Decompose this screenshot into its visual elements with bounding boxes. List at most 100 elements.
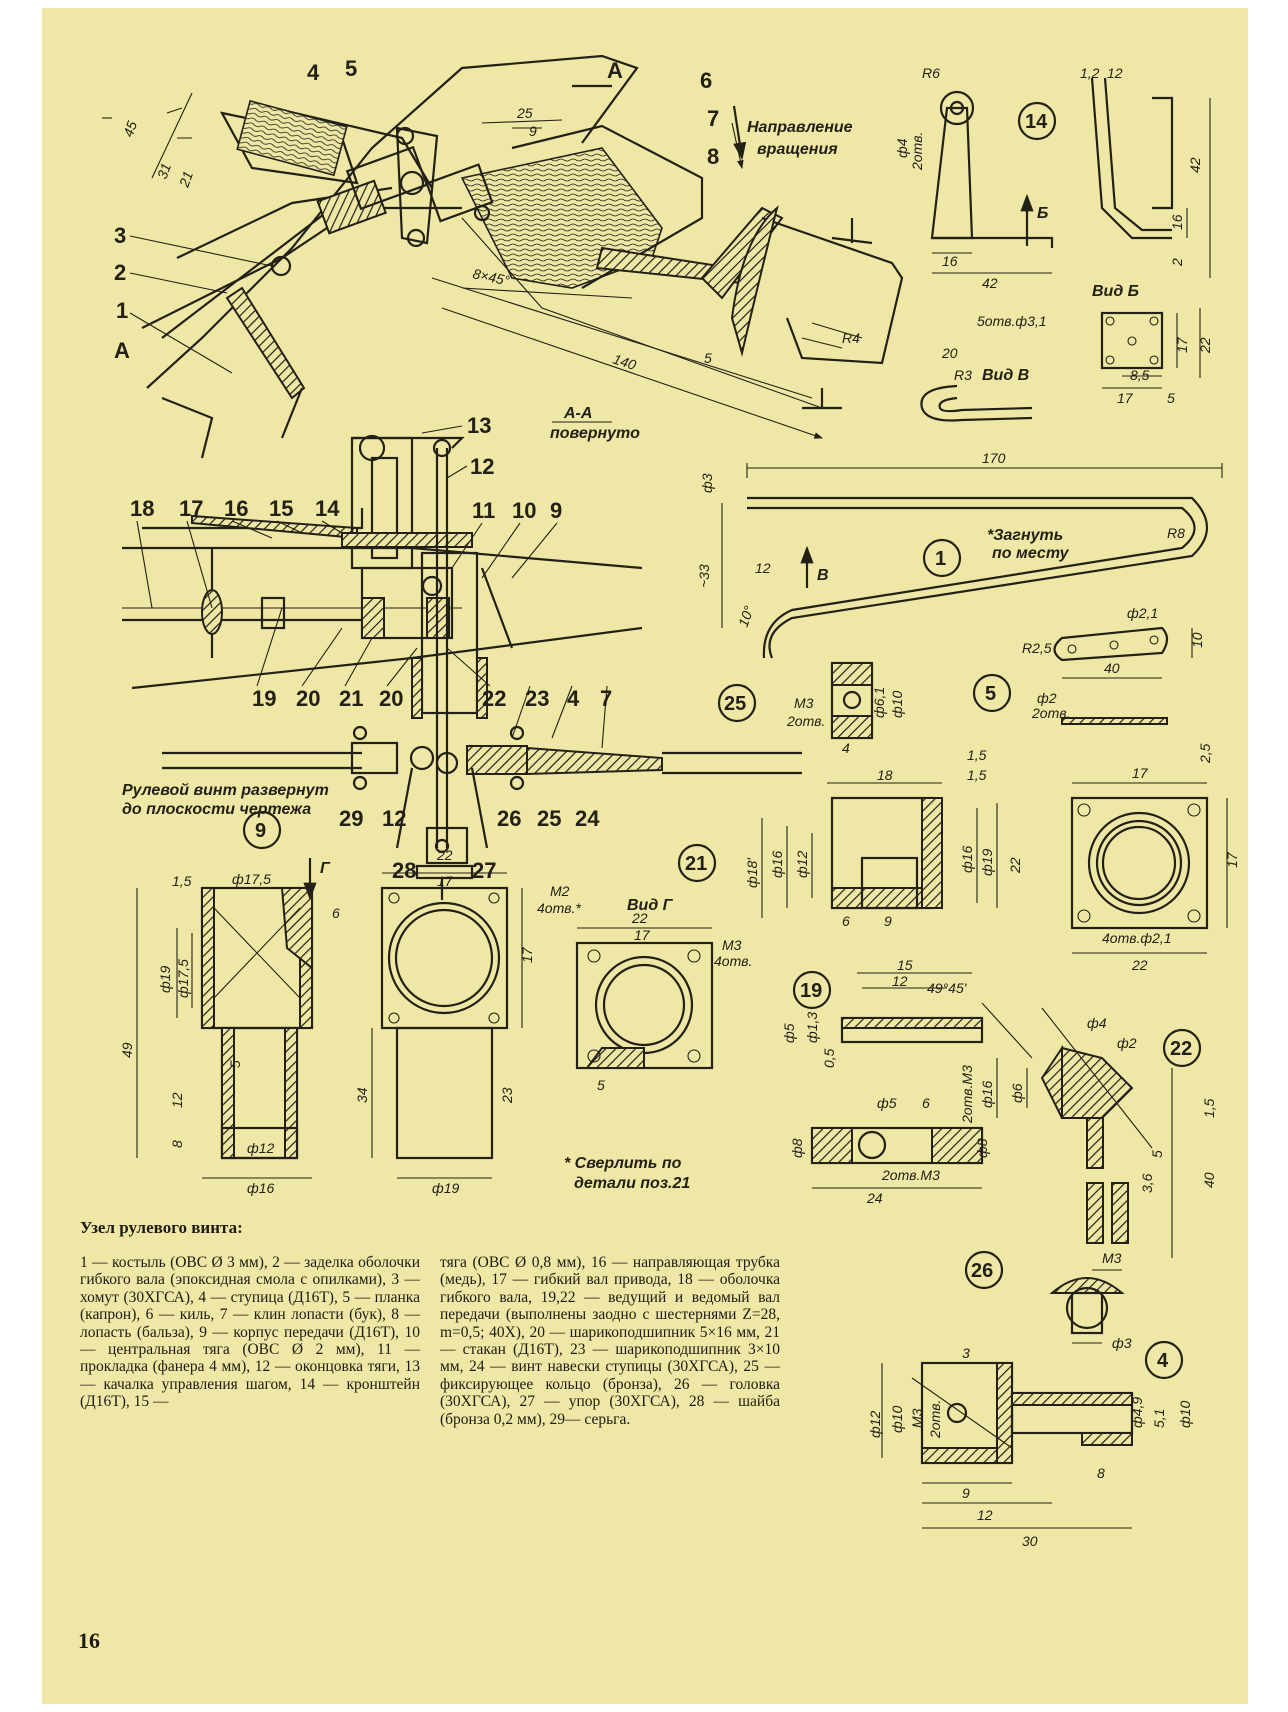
bend-note-2: по месту <box>992 545 1070 562</box>
dim-phi3: ф3 <box>699 473 715 493</box>
vid-b-22v: 22 <box>1197 337 1213 354</box>
detail-1-id: 1 <box>935 548 946 570</box>
arrow-v-label: В <box>817 567 829 584</box>
d21-1-5a: 1,5 <box>967 747 987 763</box>
rotor-note-2: до плоскости чертежа <box>122 801 311 818</box>
legend-caption: Узел рулевого винта: 1 — костыль (ОВС Ø … <box>80 1218 780 1428</box>
d21-4holes: 4отв.ф2,1 <box>1102 930 1172 946</box>
callout-28: 28 <box>392 858 416 883</box>
dim-phi4: ф4 <box>894 138 910 158</box>
d22-5: 5 <box>1149 1150 1165 1158</box>
d19-12: 12 <box>892 973 908 989</box>
d9-17: 17 <box>437 873 454 889</box>
d21-phi19: ф19 <box>979 849 995 876</box>
detail-9-circle <box>242 810 282 850</box>
bend-note-1: *Загнуть <box>987 527 1063 544</box>
callout-27: 27 <box>472 858 496 883</box>
detail-22-id: 22 <box>1170 1038 1192 1060</box>
d21-phi12: ф12 <box>794 851 810 878</box>
d22-phi2: ф2 <box>1117 1035 1137 1051</box>
d4-8: 8 <box>1097 1465 1105 1481</box>
d9-6: 6 <box>332 905 340 921</box>
callout-12: 12 <box>470 454 494 479</box>
d9-phi12: ф12 <box>247 1140 274 1156</box>
d4-2holes: 2отв. <box>927 1400 943 1439</box>
d9-8: 8 <box>169 1140 185 1148</box>
top-assembly-view <box>141 54 904 459</box>
vid-v-20: 20 <box>941 345 958 361</box>
magazine-page: 45 31 21 25 9 8×45° 140 5 R4 4 5 6 7 8 3… <box>42 8 1248 1704</box>
d25-phi6-1: ф6,1 <box>871 687 887 718</box>
detail-22 <box>981 1002 1173 1258</box>
callout-14: 14 <box>315 496 340 521</box>
callout-24: 24 <box>575 806 600 831</box>
d9-22: 22 <box>436 847 453 863</box>
callout-6: 6 <box>700 68 712 93</box>
callout-17: 17 <box>179 496 203 521</box>
d9-49: 49 <box>119 1042 135 1058</box>
callout-7: 7 <box>707 106 719 131</box>
detail-21-id: 21 <box>685 853 707 875</box>
dim-r8: R8 <box>1167 525 1185 541</box>
legend-col-1: 1 — костыль (ОВС Ø 3 мм), 2 — заделка об… <box>80 1254 420 1411</box>
d21-17v: 17 <box>1224 851 1240 868</box>
callout-20b: 20 <box>379 686 403 711</box>
d22-40: 40 <box>1201 1172 1217 1188</box>
callout-4: 4 <box>307 60 320 85</box>
d5-10: 10 <box>1189 632 1205 648</box>
leader-lines-left <box>129 235 273 374</box>
callout-19: 19 <box>252 686 276 711</box>
vid-b-5: 5 <box>1167 390 1175 406</box>
dim-16v: 16 <box>1169 214 1185 230</box>
dim-42h: 42 <box>982 275 998 291</box>
view-b-title: Вид Б <box>1092 283 1139 300</box>
callout-15: 15 <box>269 496 293 521</box>
dim-170: 170 <box>982 450 1006 466</box>
dim-chamfer: 8×45° <box>471 265 511 288</box>
dim-r6: R6 <box>922 65 940 81</box>
detail-5-circle <box>972 673 1012 713</box>
rotation-label-1: Направление <box>747 119 853 136</box>
dim-16h: 16 <box>942 253 958 269</box>
d19-phi5: ф5 <box>781 1023 797 1043</box>
callout-26: 26 <box>497 806 521 831</box>
dim-10deg: 10° <box>735 603 757 629</box>
d19-2holes-m3: 2отв.M3 <box>959 1065 975 1124</box>
callout-4b: 4 <box>567 686 580 711</box>
dim-12: 12 <box>1107 65 1123 81</box>
d19-phi8b: ф8 <box>974 1138 990 1158</box>
d5-r2-5: R2,5 <box>1022 640 1052 656</box>
callout-3: 3 <box>114 223 126 248</box>
d21-1-5b: 1,5 <box>967 767 987 783</box>
page-number: 16 <box>78 1628 100 1653</box>
legend-col-2: тяга (ОВС Ø 0,8 мм), 16 — направляющая т… <box>440 1254 780 1428</box>
d5-40: 40 <box>1104 660 1120 676</box>
d4-9: 9 <box>962 1485 970 1501</box>
detail-4-circle <box>1144 1340 1184 1380</box>
detail-26-circle <box>964 1250 1004 1290</box>
d19-phi8a: ф8 <box>789 1138 805 1158</box>
d9-12: 12 <box>169 1092 185 1108</box>
d25-2holes: 2отв. <box>786 713 825 729</box>
vid-v-r3: R3 <box>954 367 972 383</box>
detail-25 <box>830 661 874 740</box>
vid-b-17v: 17 <box>1174 336 1190 353</box>
section-aa-title: А-А <box>563 405 592 422</box>
detail-4 <box>881 1361 1134 1529</box>
d25-phi10: ф10 <box>889 691 905 718</box>
d9-5: 5 <box>227 1060 243 1068</box>
detail-9-id: 9 <box>255 820 266 842</box>
technical-drawing: 45 31 21 25 9 8×45° 140 5 R4 4 5 6 7 8 3… <box>102 54 1240 1549</box>
view-g-title: Вид Г <box>627 897 674 914</box>
d5-phi2-1: ф2,1 <box>1127 605 1158 621</box>
leader-lines-mid-bottom <box>256 607 608 749</box>
d5-phi2: ф2 <box>1037 690 1057 706</box>
d21-6: 6 <box>842 913 850 929</box>
d9-phi17-5: ф17,5 <box>232 871 271 887</box>
section-mark-a-2: А <box>114 338 130 363</box>
dim-31: 31 <box>154 161 174 181</box>
d22-phi6: ф6 <box>1009 1083 1025 1103</box>
callout-10: 10 <box>512 498 536 523</box>
callout-2: 2 <box>114 260 126 285</box>
dim-25: 25 <box>516 105 533 121</box>
